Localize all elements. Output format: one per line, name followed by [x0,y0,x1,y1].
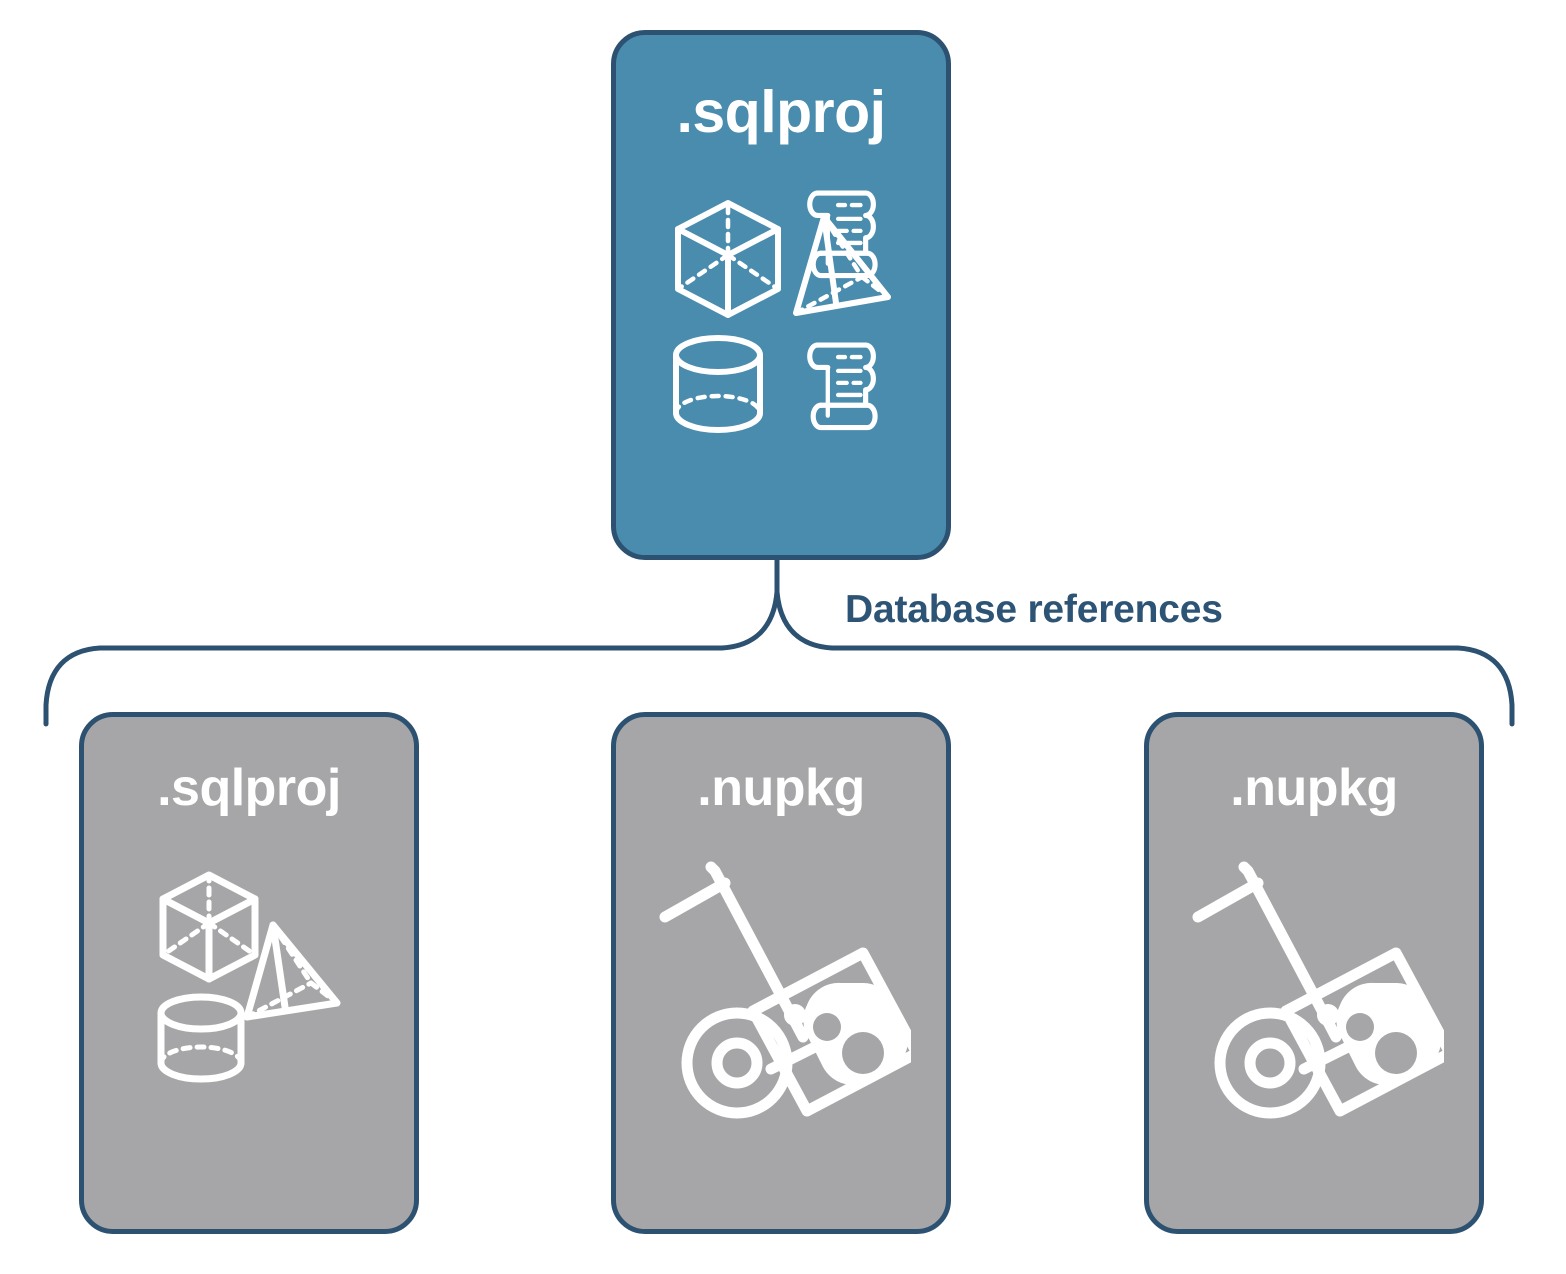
cube-icon [675,200,781,318]
node-reference-label: .nupkg [697,759,865,817]
node-root-sqlproj[interactable]: .sqlproj [611,30,951,560]
node-reference-label: .nupkg [1230,759,1398,817]
node-root-label: .sqlproj [676,79,886,145]
cube-icon [159,871,259,983]
node-reference-label: .sqlproj [157,759,341,817]
node-reference-sqlproj[interactable]: .sqlproj [79,712,419,1234]
nuget-package-hand-truck-icon [616,857,946,1127]
bracket-label-database-references: Database references [845,588,1223,631]
cylinder-icon [157,993,245,1083]
package-box-icon [747,947,911,1117]
scroll-icon [807,190,878,279]
database-objects-and-scripts-icon [616,185,946,445]
cylinder-icon [673,335,763,433]
node-reference-nupkg-1[interactable]: .nupkg [611,712,951,1234]
pyramid-icon [243,921,341,1021]
scroll-icon [807,342,878,431]
database-objects-icon [84,857,414,1087]
node-reference-nupkg-2[interactable]: .nupkg [1144,712,1484,1234]
package-box-icon [1280,947,1444,1117]
nuget-package-hand-truck-icon [1149,857,1479,1127]
